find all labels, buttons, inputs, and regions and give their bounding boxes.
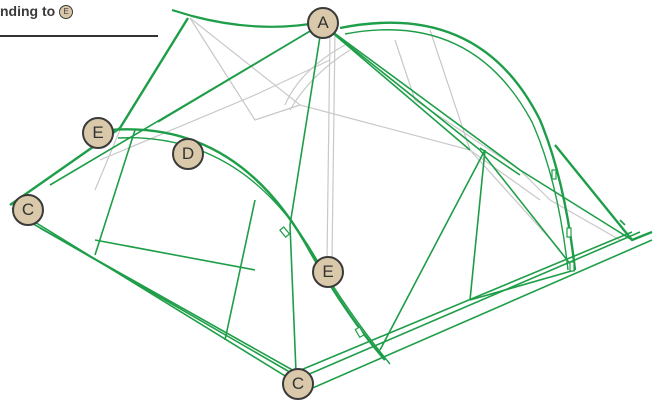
caption-badge-icon: E bbox=[59, 5, 74, 20]
callout-d: D bbox=[172, 138, 204, 170]
caption-underline bbox=[0, 35, 158, 37]
caption-label: nding to bbox=[0, 3, 56, 19]
callout-c-bottom: C bbox=[282, 368, 314, 400]
pole-connectors bbox=[279, 169, 575, 339]
callout-e-top: E bbox=[82, 117, 114, 149]
callout-e-mid: E bbox=[312, 256, 344, 288]
callout-c-left: C bbox=[12, 194, 44, 226]
callout-a: A bbox=[307, 7, 339, 39]
tent-frame bbox=[9, 8, 653, 391]
